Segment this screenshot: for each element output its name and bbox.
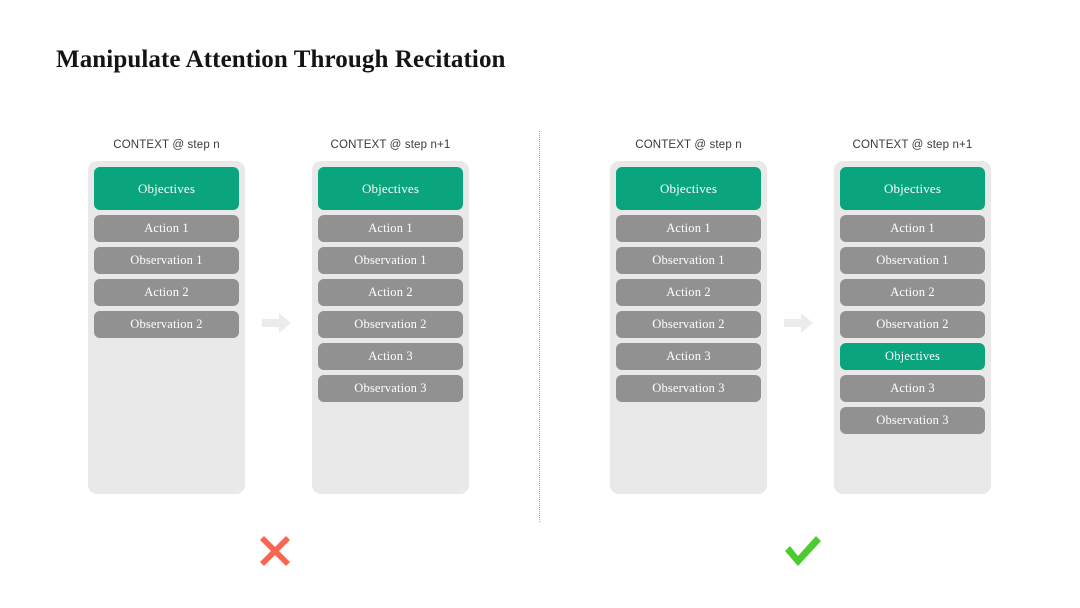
context-block: Observation 1	[318, 247, 463, 274]
context-block: Observation 2	[840, 311, 985, 338]
context-block: Observation 3	[840, 407, 985, 434]
objectives-block: Objectives	[94, 167, 239, 210]
right-arrow-icon	[784, 312, 814, 334]
context-block: Observation 1	[616, 247, 761, 274]
panel-header: CONTEXT @ step n	[113, 139, 220, 151]
context-block: Action 2	[318, 279, 463, 306]
context-block: Action 3	[840, 375, 985, 402]
context-block: Observation 2	[616, 311, 761, 338]
context-block: Action 2	[616, 279, 761, 306]
page-title: Manipulate Attention Through Recitation	[56, 46, 506, 73]
context-block: Action 2	[94, 279, 239, 306]
context-block: Action 3	[318, 343, 463, 370]
objectives-block: Objectives	[318, 167, 463, 210]
context-block: Action 2	[840, 279, 985, 306]
objectives-block: Objectives	[616, 167, 761, 210]
panel-header: CONTEXT @ step n+1	[852, 139, 973, 151]
check-mark-icon	[780, 528, 826, 574]
panel-header: CONTEXT @ step n+1	[330, 139, 451, 151]
context-block: Observation 3	[616, 375, 761, 402]
context-block: Observation 2	[318, 311, 463, 338]
panel-header: CONTEXT @ step n	[635, 139, 742, 151]
objectives-block: Objectives	[840, 167, 985, 210]
context-block: Action 1	[840, 215, 985, 242]
context-block: Action 1	[616, 215, 761, 242]
context-block: Observation 3	[318, 375, 463, 402]
objectives-block: Objectives	[840, 343, 985, 370]
right-arrow-icon	[262, 312, 292, 334]
context-block: Action 1	[318, 215, 463, 242]
context-block: Observation 2	[94, 311, 239, 338]
context-block: Observation 1	[840, 247, 985, 274]
context-block: Action 3	[616, 343, 761, 370]
context-block: Observation 1	[94, 247, 239, 274]
context-block: Action 1	[94, 215, 239, 242]
center-divider	[539, 131, 540, 522]
cross-mark-icon	[252, 528, 298, 574]
